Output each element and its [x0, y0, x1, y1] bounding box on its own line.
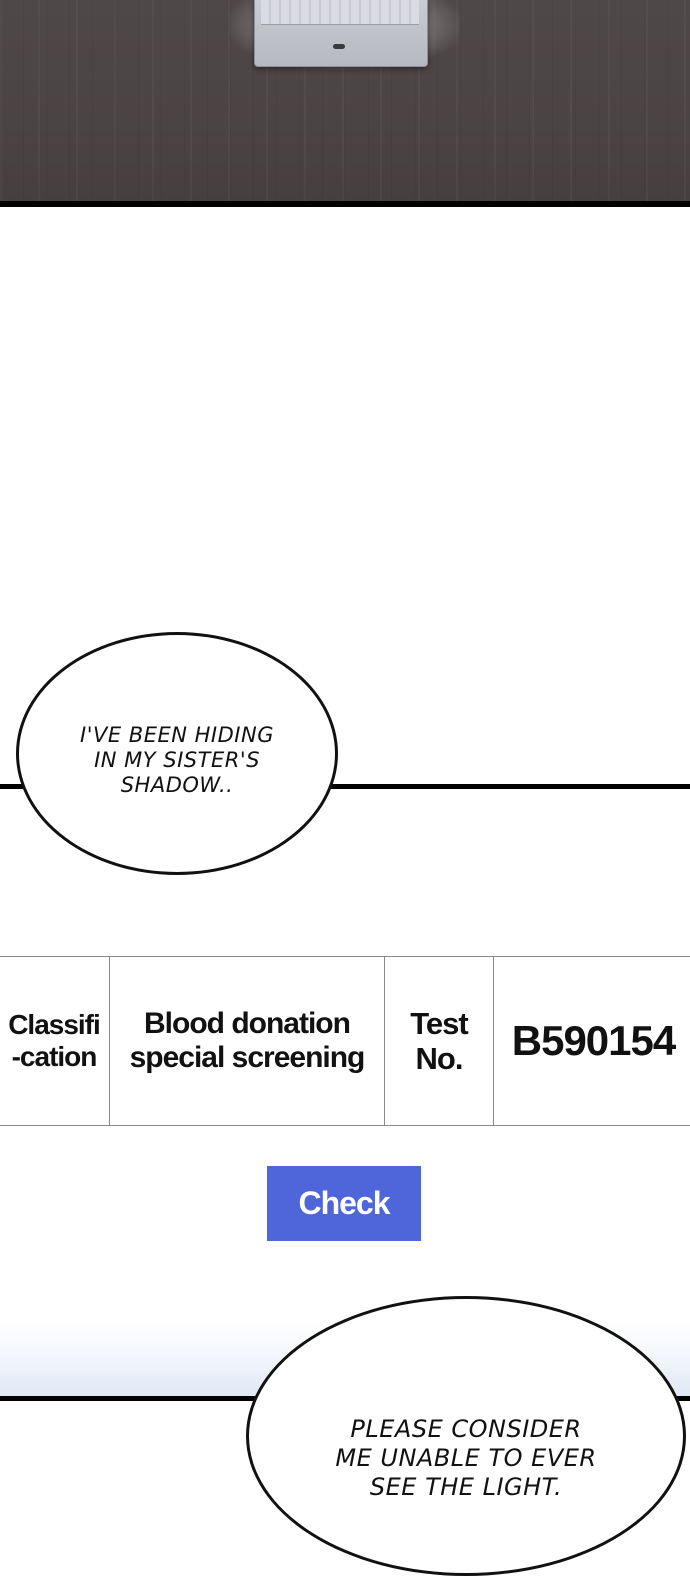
speech-bubble: I'VE BEEN HIDING IN MY SISTER'S SHADOW.. — [16, 632, 338, 875]
test-no-label: Test No. — [385, 957, 494, 1126]
classification-value: Blood donation special screening — [110, 957, 385, 1126]
speech-text: I'VE BEEN HIDING IN MY SISTER'S SHADOW.. — [62, 723, 292, 798]
speech-bubble: PLEASE CONSIDER ME UNABLE TO EVER SEE TH… — [246, 1296, 686, 1576]
floor-scene-panel — [0, 0, 690, 201]
table-row: Classifi -cation Blood donation special … — [0, 957, 690, 1126]
laptop-device-image — [254, 0, 428, 67]
speech-text: PLEASE CONSIDER ME UNABLE TO EVER SEE TH… — [316, 1415, 616, 1502]
screening-info-table: Classifi -cation Blood donation special … — [0, 956, 690, 1126]
device-slot — [333, 44, 345, 49]
classification-label: Classifi -cation — [0, 957, 110, 1126]
test-no-value: B590154 — [494, 957, 690, 1126]
device-keyboard — [261, 0, 419, 25]
panel-border — [0, 201, 690, 207]
check-button[interactable]: Check — [267, 1166, 421, 1241]
